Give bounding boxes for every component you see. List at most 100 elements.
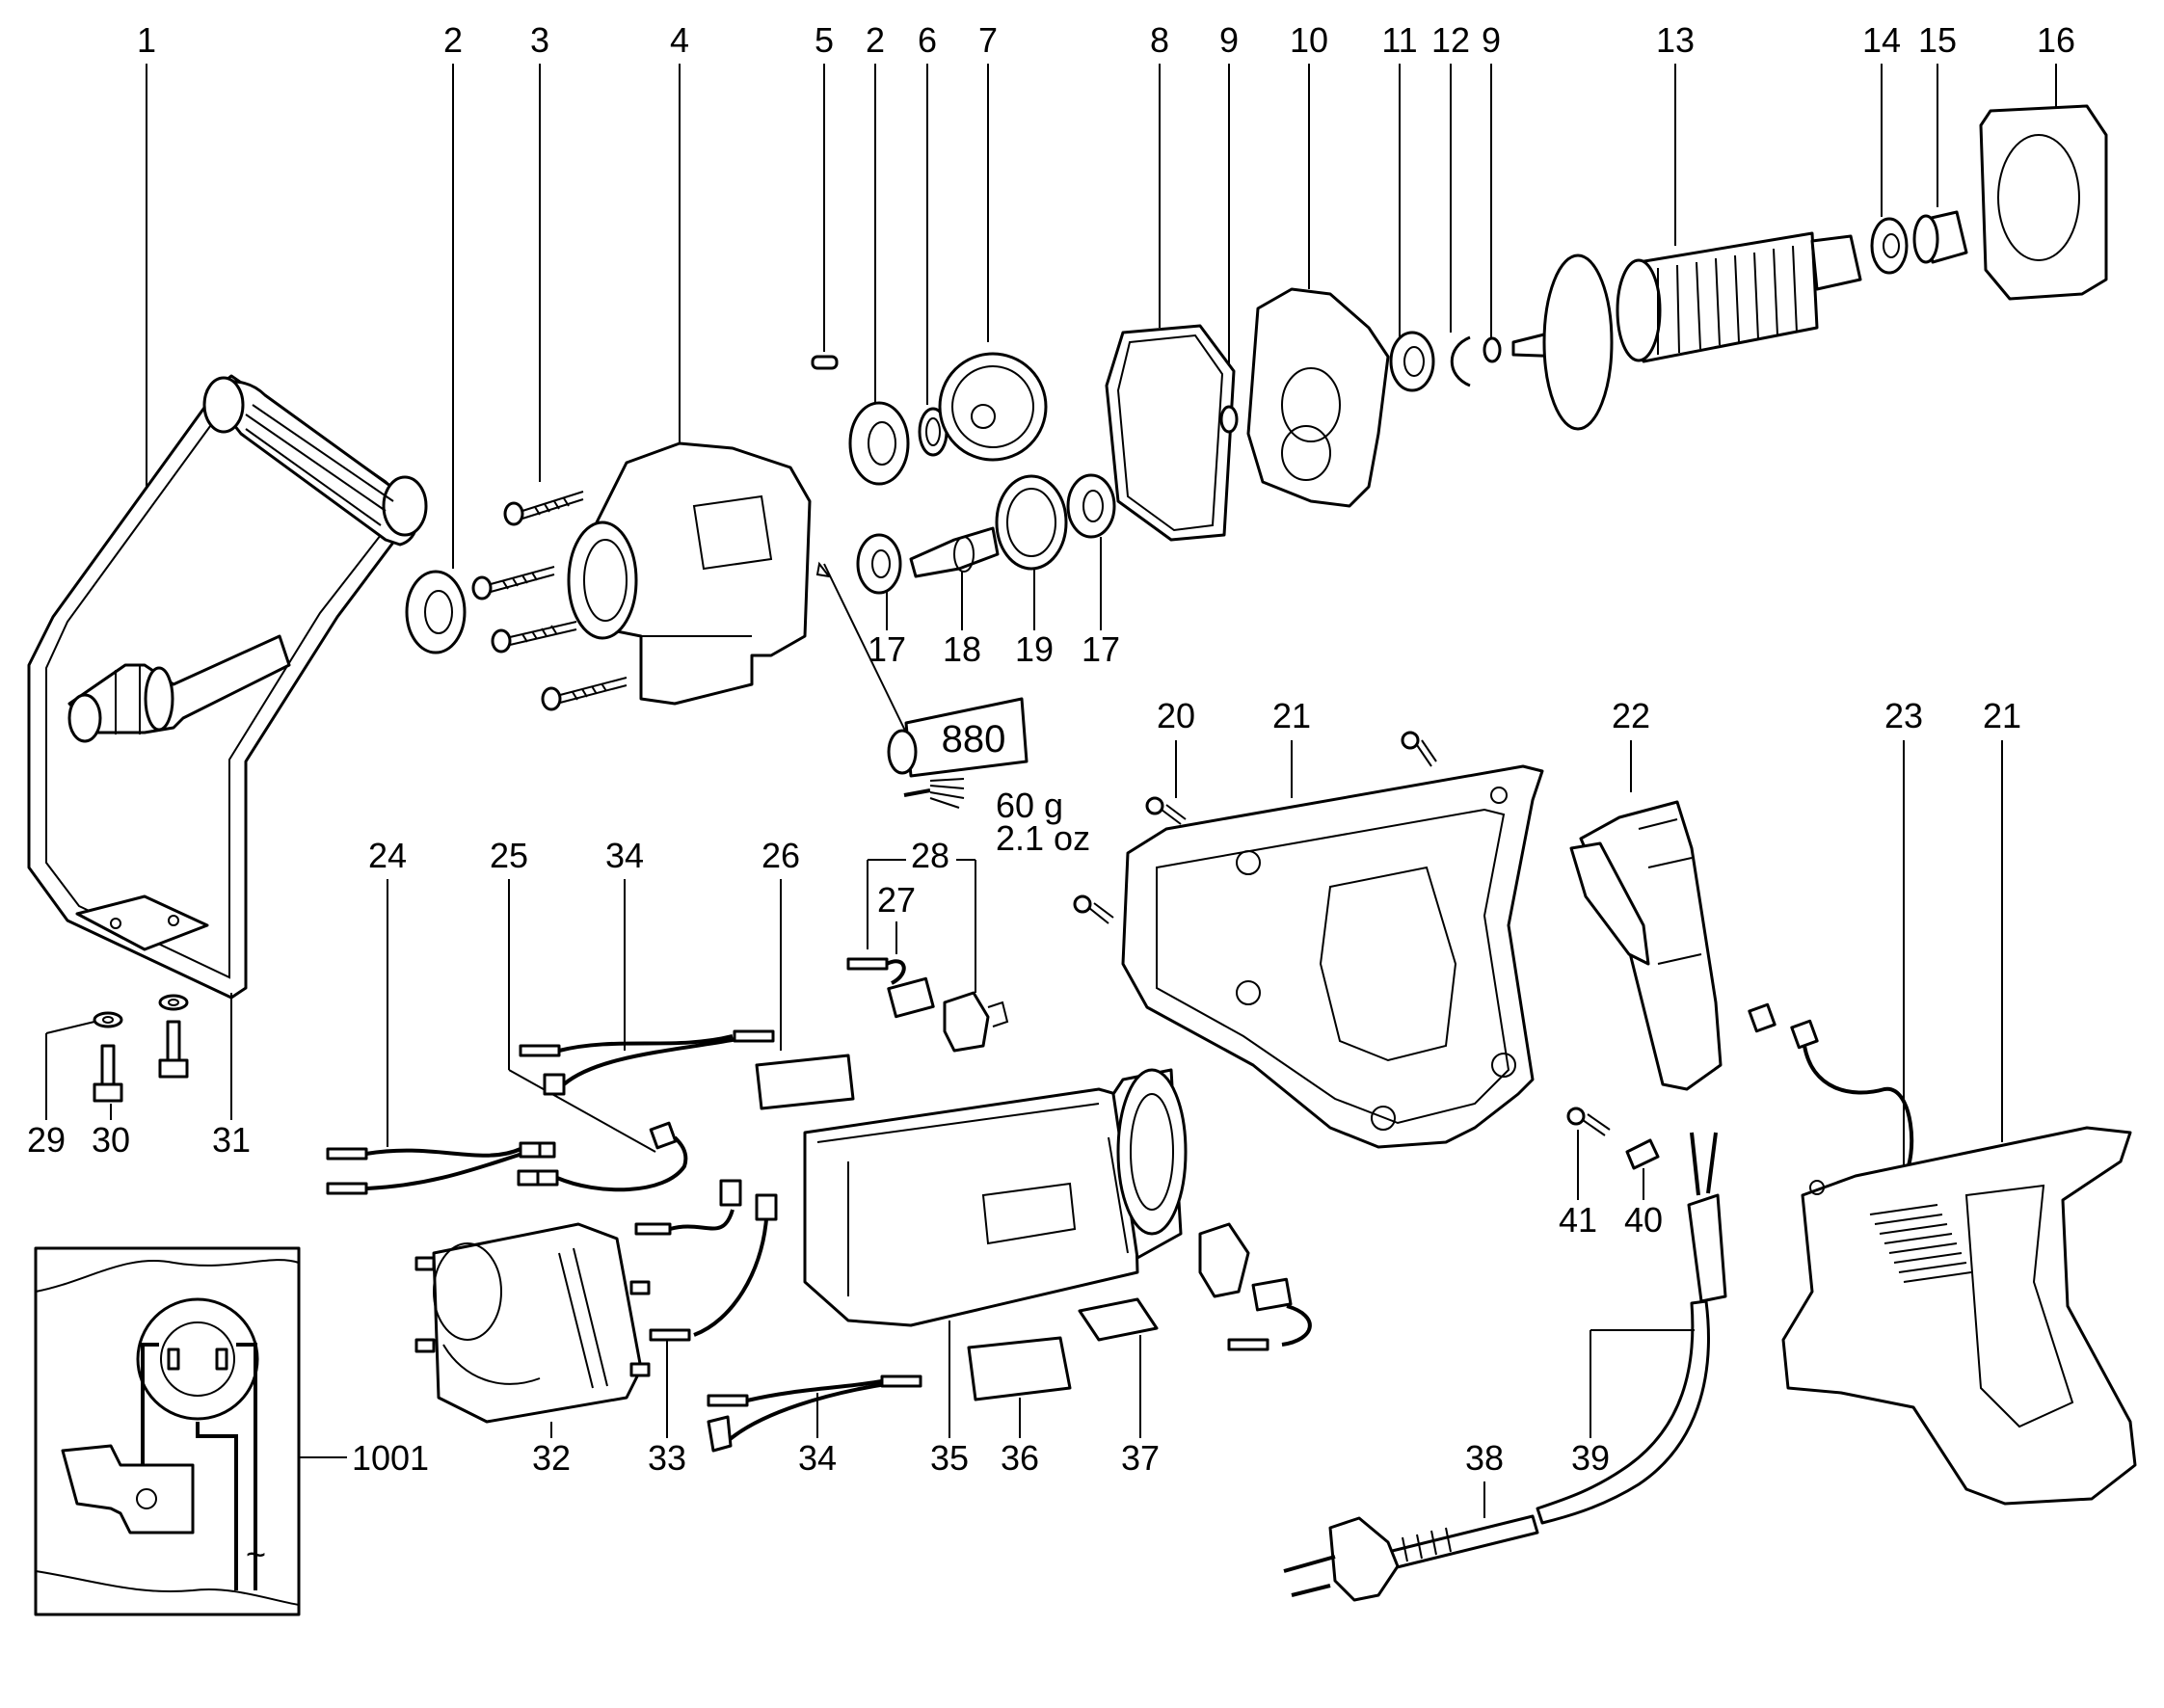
motor-housing-half-21-second bbox=[1781, 1126, 2137, 1506]
rubber-sleeve-15 bbox=[1912, 210, 1968, 264]
label-sticker-37 bbox=[1078, 1297, 1159, 1342]
label-3: 3 bbox=[530, 20, 549, 60]
pin-5 bbox=[811, 355, 839, 370]
label-23: 23 bbox=[1884, 696, 1923, 735]
label-4: 4 bbox=[670, 20, 689, 60]
label-21-second: 21 bbox=[1983, 696, 2021, 735]
label-16: 16 bbox=[2037, 20, 2075, 60]
label-7: 7 bbox=[978, 20, 998, 60]
label-24: 24 bbox=[368, 836, 407, 875]
wire-labels: 24 25 34 26 28 27 bbox=[368, 836, 976, 1153]
label-34: 34 bbox=[605, 836, 644, 875]
label-39: 39 bbox=[1571, 1438, 1610, 1478]
label-40: 40 bbox=[1624, 1200, 1663, 1240]
bottom-labels: 32 33 34 35 36 37 bbox=[532, 1321, 1160, 1478]
label-19: 19 bbox=[1015, 629, 1054, 669]
label-10: 10 bbox=[1290, 20, 1328, 60]
wire-set-24 bbox=[326, 1141, 556, 1195]
label-35: 35 bbox=[930, 1438, 969, 1478]
switch-22 bbox=[1569, 800, 1723, 1091]
label-34-second: 34 bbox=[798, 1438, 837, 1478]
label-6: 6 bbox=[918, 20, 937, 60]
retaining-ring-9-second bbox=[1483, 336, 1502, 363]
armature-13 bbox=[1511, 231, 1862, 431]
wiring-schematic-1001: ~ 1001 bbox=[34, 1246, 429, 1616]
screws-3 bbox=[471, 491, 628, 711]
label-37: 37 bbox=[1121, 1438, 1160, 1478]
label-27: 27 bbox=[877, 880, 916, 920]
label-38: 38 bbox=[1465, 1438, 1504, 1478]
washer-6 bbox=[918, 407, 948, 457]
label-2-second: 2 bbox=[866, 20, 885, 60]
mains-plug-38 bbox=[1283, 1514, 1539, 1602]
grease-weight-ounces: 2.1 oz bbox=[996, 818, 1090, 858]
label-8: 8 bbox=[1150, 20, 1169, 60]
field-stator-32 bbox=[414, 1222, 651, 1424]
circlip-12 bbox=[1450, 335, 1471, 387]
brush-holder-28 bbox=[943, 991, 1009, 1053]
label-41: 41 bbox=[1559, 1200, 1597, 1240]
label-22: 22 bbox=[1612, 696, 1650, 735]
wire-set-25 bbox=[517, 1121, 688, 1192]
label-29: 29 bbox=[27, 1120, 66, 1160]
label-17: 17 bbox=[868, 629, 906, 669]
top-row-labels: 1 2 3 4 5 2 6 7 8 9 10 11 12 9 13 14 15 … bbox=[137, 20, 2075, 60]
motor-housing-35 bbox=[803, 1068, 1188, 1327]
label-31: 31 bbox=[212, 1120, 251, 1160]
label-36: 36 bbox=[1001, 1438, 1039, 1478]
gear-housing-4 bbox=[567, 441, 812, 706]
bolt-30 bbox=[93, 1020, 189, 1103]
wire-set-34-second bbox=[707, 1374, 922, 1453]
label-20: 20 bbox=[1157, 696, 1195, 735]
label-26: 26 bbox=[761, 836, 800, 875]
label-2: 2 bbox=[443, 20, 463, 60]
label-32: 32 bbox=[532, 1438, 571, 1478]
bail-labels: 29 30 31 bbox=[27, 993, 251, 1160]
grease-tube: 880 60 g 2.1 oz bbox=[815, 561, 1090, 858]
label-9: 9 bbox=[1219, 20, 1239, 60]
ball-bearing-11 bbox=[1389, 331, 1435, 392]
label-9-second: 9 bbox=[1482, 20, 1501, 60]
screw-41 bbox=[1566, 1107, 1611, 1136]
label-15: 15 bbox=[1918, 20, 1957, 60]
needle-bearing-17 bbox=[856, 533, 902, 595]
ball-bearing-2-second bbox=[848, 401, 910, 486]
label-17-second: 17 bbox=[1082, 629, 1120, 669]
bearing-plate-10 bbox=[1246, 287, 1390, 508]
label-21: 21 bbox=[1272, 696, 1311, 735]
label-18: 18 bbox=[943, 629, 981, 669]
label-5: 5 bbox=[815, 20, 834, 60]
washer-29 bbox=[93, 994, 189, 1028]
brush-holder-second bbox=[1198, 1222, 1312, 1351]
label-12: 12 bbox=[1431, 20, 1470, 60]
power-cable-39 bbox=[1536, 1132, 1727, 1525]
label-25: 25 bbox=[490, 836, 528, 875]
retaining-ring-9 bbox=[1219, 405, 1239, 434]
gear-19 bbox=[995, 474, 1068, 571]
ac-symbol: ~ bbox=[246, 1535, 266, 1574]
nameplate-36: metabo bbox=[967, 1336, 1072, 1401]
housing-labels: 20 21 22 23 21 bbox=[1157, 696, 2021, 1186]
label-sticker-26 bbox=[755, 1054, 855, 1110]
label-28: 28 bbox=[911, 836, 949, 875]
carbon-brush-27 bbox=[846, 957, 935, 1019]
gear-7 bbox=[938, 352, 1048, 462]
gasket-8 bbox=[1105, 324, 1236, 542]
bearing-holder-16 bbox=[1979, 104, 2108, 301]
label-30: 30 bbox=[92, 1120, 130, 1160]
wire-set-33 bbox=[634, 1179, 778, 1342]
cable-labels: 38 39 bbox=[1465, 1329, 1695, 1518]
top-row-leaders bbox=[146, 64, 2057, 631]
grease-weight-grams: 60 g bbox=[996, 786, 1063, 825]
label-1: 1 bbox=[137, 20, 156, 60]
label-14: 14 bbox=[1862, 20, 1901, 60]
pinion-shaft-18 bbox=[909, 526, 1000, 578]
ball-bearing-2 bbox=[405, 570, 467, 654]
clamp-labels: 41 40 bbox=[1559, 1130, 1663, 1240]
needle-bearing-17-second bbox=[1066, 473, 1116, 539]
label-11: 11 bbox=[1381, 20, 1417, 60]
label-1001: 1001 bbox=[352, 1438, 429, 1478]
label-13: 13 bbox=[1656, 20, 1695, 60]
label-33: 33 bbox=[648, 1438, 686, 1478]
